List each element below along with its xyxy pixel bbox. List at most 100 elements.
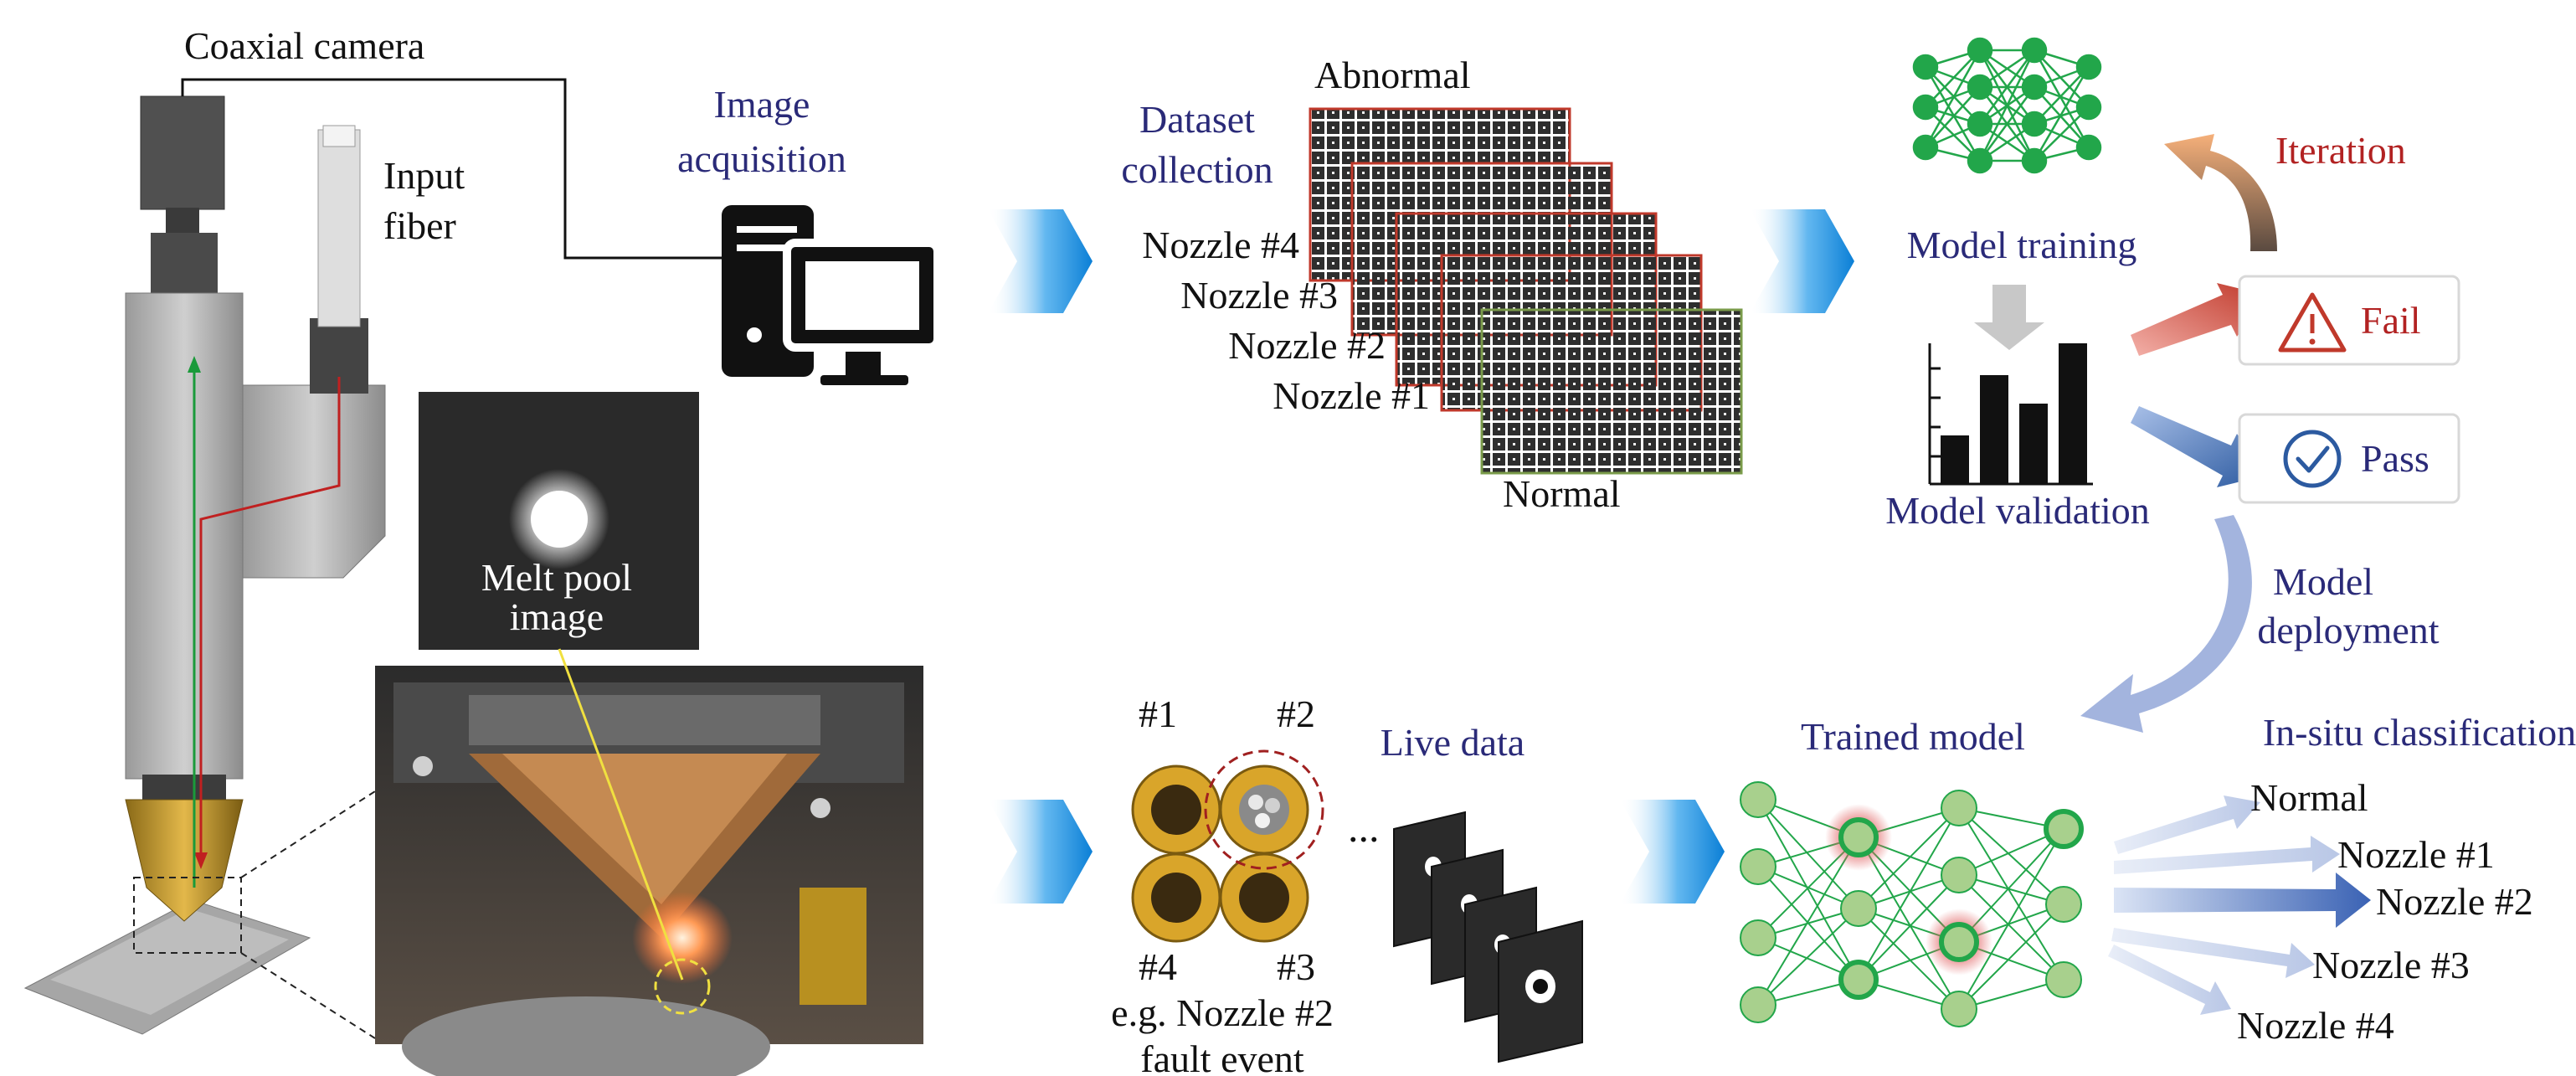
net-edge bbox=[2033, 66, 2090, 162]
net-edge bbox=[1925, 49, 1981, 108]
net-edge bbox=[1958, 828, 2064, 1010]
validation-bar-3 bbox=[2019, 404, 2048, 484]
net-node bbox=[1941, 991, 1977, 1027]
net-edge bbox=[2034, 86, 2090, 148]
net-node bbox=[1939, 922, 1979, 962]
deployment-label-line1: Model bbox=[2273, 560, 2373, 603]
neck bbox=[142, 775, 226, 800]
deployment-arrow bbox=[2080, 515, 2252, 733]
net-node bbox=[1967, 147, 1993, 174]
pass-box: Pass bbox=[2238, 413, 2460, 504]
net-edge bbox=[1757, 799, 1859, 981]
nozzle-id-4: #4 bbox=[1139, 945, 1177, 988]
stack-label-nozzle-2: Nozzle #2 bbox=[1228, 324, 1386, 367]
class-arrow-nozzle-4 bbox=[2108, 945, 2231, 1015]
iteration-label: Iteration bbox=[2275, 129, 2406, 172]
net-edge bbox=[2034, 49, 2090, 108]
net-edge bbox=[1925, 66, 1981, 125]
live-frames bbox=[1393, 811, 1583, 1063]
camera-lens bbox=[166, 208, 199, 233]
net-edge bbox=[1958, 904, 2064, 1010]
dataset-label-line2: collection bbox=[1121, 148, 1273, 191]
optical-axis-arrowhead bbox=[188, 356, 201, 373]
nozzle-array bbox=[1131, 749, 1324, 943]
acquisition-label-line2: acquisition bbox=[677, 137, 846, 180]
net-node bbox=[1838, 960, 1879, 1000]
net-node bbox=[1967, 111, 1993, 137]
fail-arrow bbox=[2131, 283, 2265, 356]
net-edge bbox=[1958, 807, 2064, 905]
process-spot-highlight bbox=[654, 958, 711, 1015]
net-edge bbox=[1958, 807, 2064, 981]
net-node bbox=[1740, 919, 1776, 956]
net-node bbox=[1740, 848, 1776, 885]
class-arrow-normal bbox=[2114, 795, 2260, 854]
melt-pool-image: Melt pool image bbox=[419, 392, 699, 650]
validation-label: Model validation bbox=[1885, 489, 2150, 532]
ellipsis: ... bbox=[1348, 804, 1380, 851]
training-network-icon bbox=[1912, 37, 2102, 174]
net-node bbox=[2021, 74, 2048, 100]
validation-bar-1 bbox=[1941, 435, 1969, 484]
net-edge bbox=[1924, 66, 1982, 162]
flow-arrow-training bbox=[1750, 209, 1854, 313]
net-edge bbox=[1978, 49, 2036, 125]
fiber-label-line1: Input bbox=[383, 154, 465, 197]
net-node bbox=[1941, 857, 1977, 893]
zoom-line-bottom bbox=[240, 952, 376, 1039]
nozzle-cone bbox=[125, 799, 244, 922]
net-node bbox=[1941, 790, 1977, 826]
net-node bbox=[1912, 134, 1939, 161]
laser-path-red bbox=[199, 377, 341, 862]
computer-icon bbox=[722, 205, 942, 385]
net-node bbox=[2045, 886, 2082, 923]
class-arrow-nozzle-1 bbox=[2114, 836, 2340, 874]
live-data-label: Live data bbox=[1381, 721, 1525, 764]
dataset-stack bbox=[1309, 107, 1743, 475]
net-edge bbox=[1757, 799, 1859, 909]
flow-arrow-nozzles bbox=[988, 800, 1093, 904]
class-arrow-nozzle-2 bbox=[2114, 873, 2371, 928]
process-photo bbox=[375, 648, 923, 1076]
net-node bbox=[2075, 134, 2102, 161]
net-node bbox=[1740, 986, 1776, 1023]
net-node bbox=[1967, 74, 1993, 100]
melt-pool-spot bbox=[531, 491, 588, 548]
net-node bbox=[1912, 54, 1939, 80]
net-edge bbox=[2033, 49, 2090, 148]
class-label-nozzle-1: Nozzle #1 bbox=[2337, 833, 2495, 876]
normal-label: Normal bbox=[1503, 472, 1621, 515]
zoom-box bbox=[133, 877, 242, 954]
fault-highlight bbox=[1204, 749, 1324, 870]
side-branch bbox=[242, 384, 386, 579]
melt-pool-label-line1: Melt pool bbox=[481, 556, 632, 599]
trained-model-label: Trained model bbox=[1801, 715, 2025, 758]
warning-icon bbox=[2278, 292, 2347, 353]
net-edge bbox=[1858, 908, 1960, 1010]
net-edge bbox=[1858, 874, 1960, 981]
net-node bbox=[1838, 817, 1879, 857]
net-node bbox=[1912, 94, 1939, 121]
training-to-validation-arrow bbox=[1974, 285, 2044, 350]
class-label-nozzle-2: Nozzle #2 bbox=[2376, 880, 2533, 923]
net-edge bbox=[1858, 807, 1960, 981]
stack-label-nozzle-4: Nozzle #4 bbox=[1142, 224, 1299, 266]
fiber-cap bbox=[322, 125, 356, 147]
camera-cable bbox=[181, 78, 743, 260]
net-edge bbox=[1958, 874, 2064, 981]
nozzle-id-2: #2 bbox=[1277, 692, 1315, 735]
net-edge bbox=[1858, 807, 1960, 909]
fail-box: Fail bbox=[2238, 275, 2460, 366]
class-arrow-nozzle-3 bbox=[2111, 928, 2315, 978]
process-flame bbox=[632, 892, 733, 984]
net-edge bbox=[1978, 86, 2036, 162]
normal-card bbox=[1480, 308, 1743, 475]
class-label-normal: Normal bbox=[2250, 776, 2368, 819]
fiber-label-line2: fiber bbox=[383, 204, 456, 247]
nozzle-id-1: #1 bbox=[1139, 692, 1177, 735]
net-edge bbox=[1925, 86, 1981, 148]
net-node bbox=[2044, 809, 2084, 849]
net-node bbox=[1967, 37, 1993, 64]
camera-body bbox=[140, 95, 225, 210]
class-label-nozzle-3: Nozzle #3 bbox=[2312, 944, 2470, 986]
